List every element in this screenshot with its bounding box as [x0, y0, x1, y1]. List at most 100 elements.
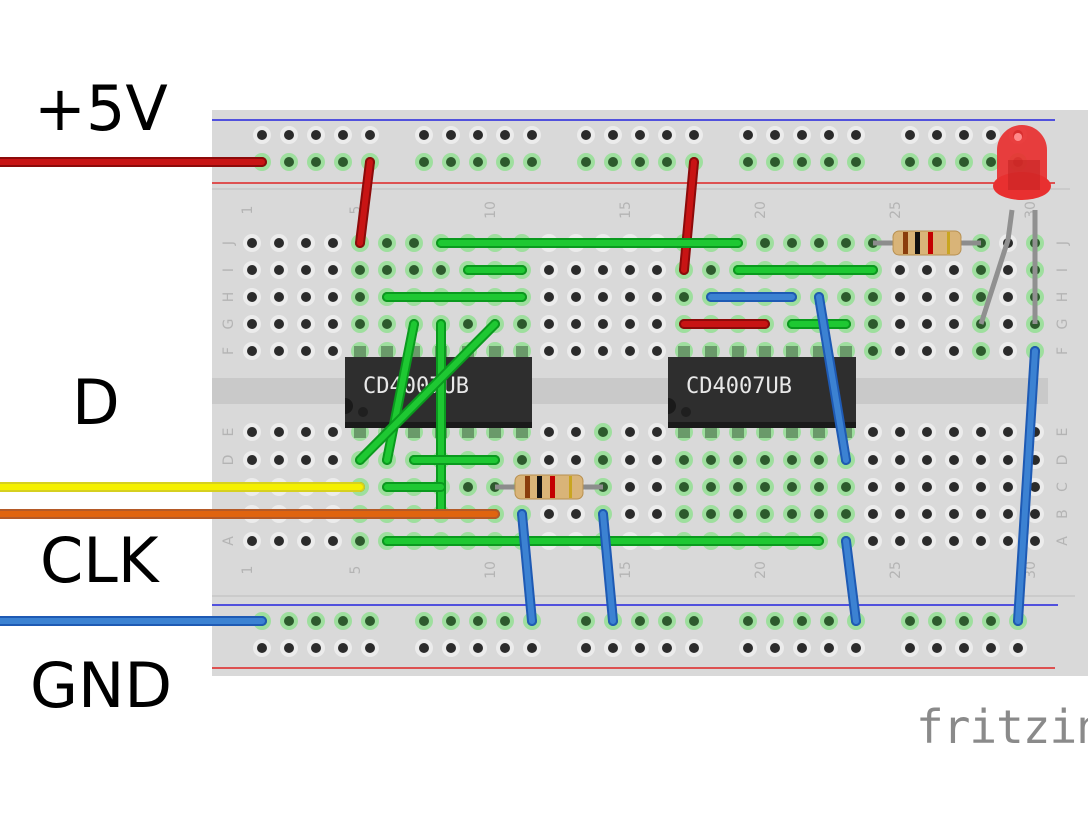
hole	[446, 130, 456, 140]
hole	[949, 455, 959, 465]
hole	[689, 643, 699, 653]
hole	[527, 643, 537, 653]
hole	[949, 346, 959, 356]
hole	[976, 427, 986, 437]
hole	[328, 455, 338, 465]
hole	[544, 455, 554, 465]
row-label: G	[1055, 319, 1071, 330]
hole	[419, 643, 429, 653]
blue-wire	[517, 509, 537, 626]
hole	[895, 455, 905, 465]
hole	[409, 265, 419, 275]
hole	[382, 319, 392, 329]
hole	[922, 482, 932, 492]
hole	[895, 427, 905, 437]
ic-pin	[705, 346, 717, 360]
column-number: 5	[348, 566, 364, 575]
hole	[1003, 265, 1013, 275]
blue-wire	[841, 536, 861, 626]
hole	[733, 509, 743, 519]
row-label: J	[221, 241, 237, 246]
hole	[733, 455, 743, 465]
resistor	[873, 230, 981, 256]
hole	[949, 427, 959, 437]
hole	[959, 616, 969, 626]
hole	[760, 482, 770, 492]
column-number: 1	[240, 566, 256, 575]
hole	[625, 455, 635, 465]
hole	[544, 427, 554, 437]
led-cathode-leg	[978, 209, 1015, 325]
row-label: F	[221, 347, 237, 355]
hole	[598, 346, 608, 356]
hole	[446, 643, 456, 653]
ic-pin1-dot	[358, 407, 368, 417]
hole	[274, 319, 284, 329]
hole	[976, 346, 986, 356]
hole	[770, 130, 780, 140]
hole	[355, 319, 365, 329]
hole	[797, 130, 807, 140]
resistor-band	[550, 476, 555, 498]
ic-part-label: CD4007UB	[686, 374, 792, 399]
hole	[1003, 319, 1013, 329]
hole	[662, 616, 672, 626]
hole	[274, 265, 284, 275]
wire-core	[1015, 348, 1038, 624]
hole	[868, 346, 878, 356]
ic-pin	[354, 346, 366, 360]
row-label: A	[1055, 536, 1071, 546]
hole	[608, 130, 618, 140]
hole	[274, 427, 284, 437]
hole	[1030, 509, 1040, 519]
hole	[905, 130, 915, 140]
hole	[679, 509, 689, 519]
column-number: 1	[240, 206, 256, 215]
blue-wire	[598, 509, 618, 626]
hole	[851, 643, 861, 653]
hole	[625, 319, 635, 329]
label-ground: GND	[30, 649, 173, 722]
hole	[571, 346, 581, 356]
hole	[770, 157, 780, 167]
red-wire	[355, 157, 375, 248]
hole	[301, 346, 311, 356]
resistor-band	[525, 476, 530, 498]
ic-notch	[668, 398, 676, 414]
hole	[635, 643, 645, 653]
hole	[841, 238, 851, 248]
hole	[706, 482, 716, 492]
hole	[824, 643, 834, 653]
hole	[257, 130, 267, 140]
hole	[706, 509, 716, 519]
hole	[787, 238, 797, 248]
hole	[382, 265, 392, 275]
hole	[284, 616, 294, 626]
hole	[652, 265, 662, 275]
hole	[301, 238, 311, 248]
ic-chip: CD4007UB	[668, 346, 856, 438]
hole	[797, 157, 807, 167]
hole	[311, 130, 321, 140]
hole	[328, 319, 338, 329]
row-label: H	[1055, 292, 1071, 303]
hole	[689, 616, 699, 626]
hole	[544, 292, 554, 302]
column-number: 25	[888, 201, 904, 219]
hole	[895, 265, 905, 275]
hole	[787, 509, 797, 519]
hole	[824, 130, 834, 140]
column-number: 25	[888, 561, 904, 579]
hole	[760, 238, 770, 248]
hole	[932, 616, 942, 626]
hole	[247, 292, 257, 302]
hole	[328, 346, 338, 356]
ic-body-edge	[668, 422, 856, 428]
wire-core	[816, 294, 849, 463]
hole	[787, 482, 797, 492]
hole	[301, 265, 311, 275]
hole	[338, 157, 348, 167]
hole	[932, 643, 942, 653]
hole	[841, 292, 851, 302]
hole	[922, 346, 932, 356]
